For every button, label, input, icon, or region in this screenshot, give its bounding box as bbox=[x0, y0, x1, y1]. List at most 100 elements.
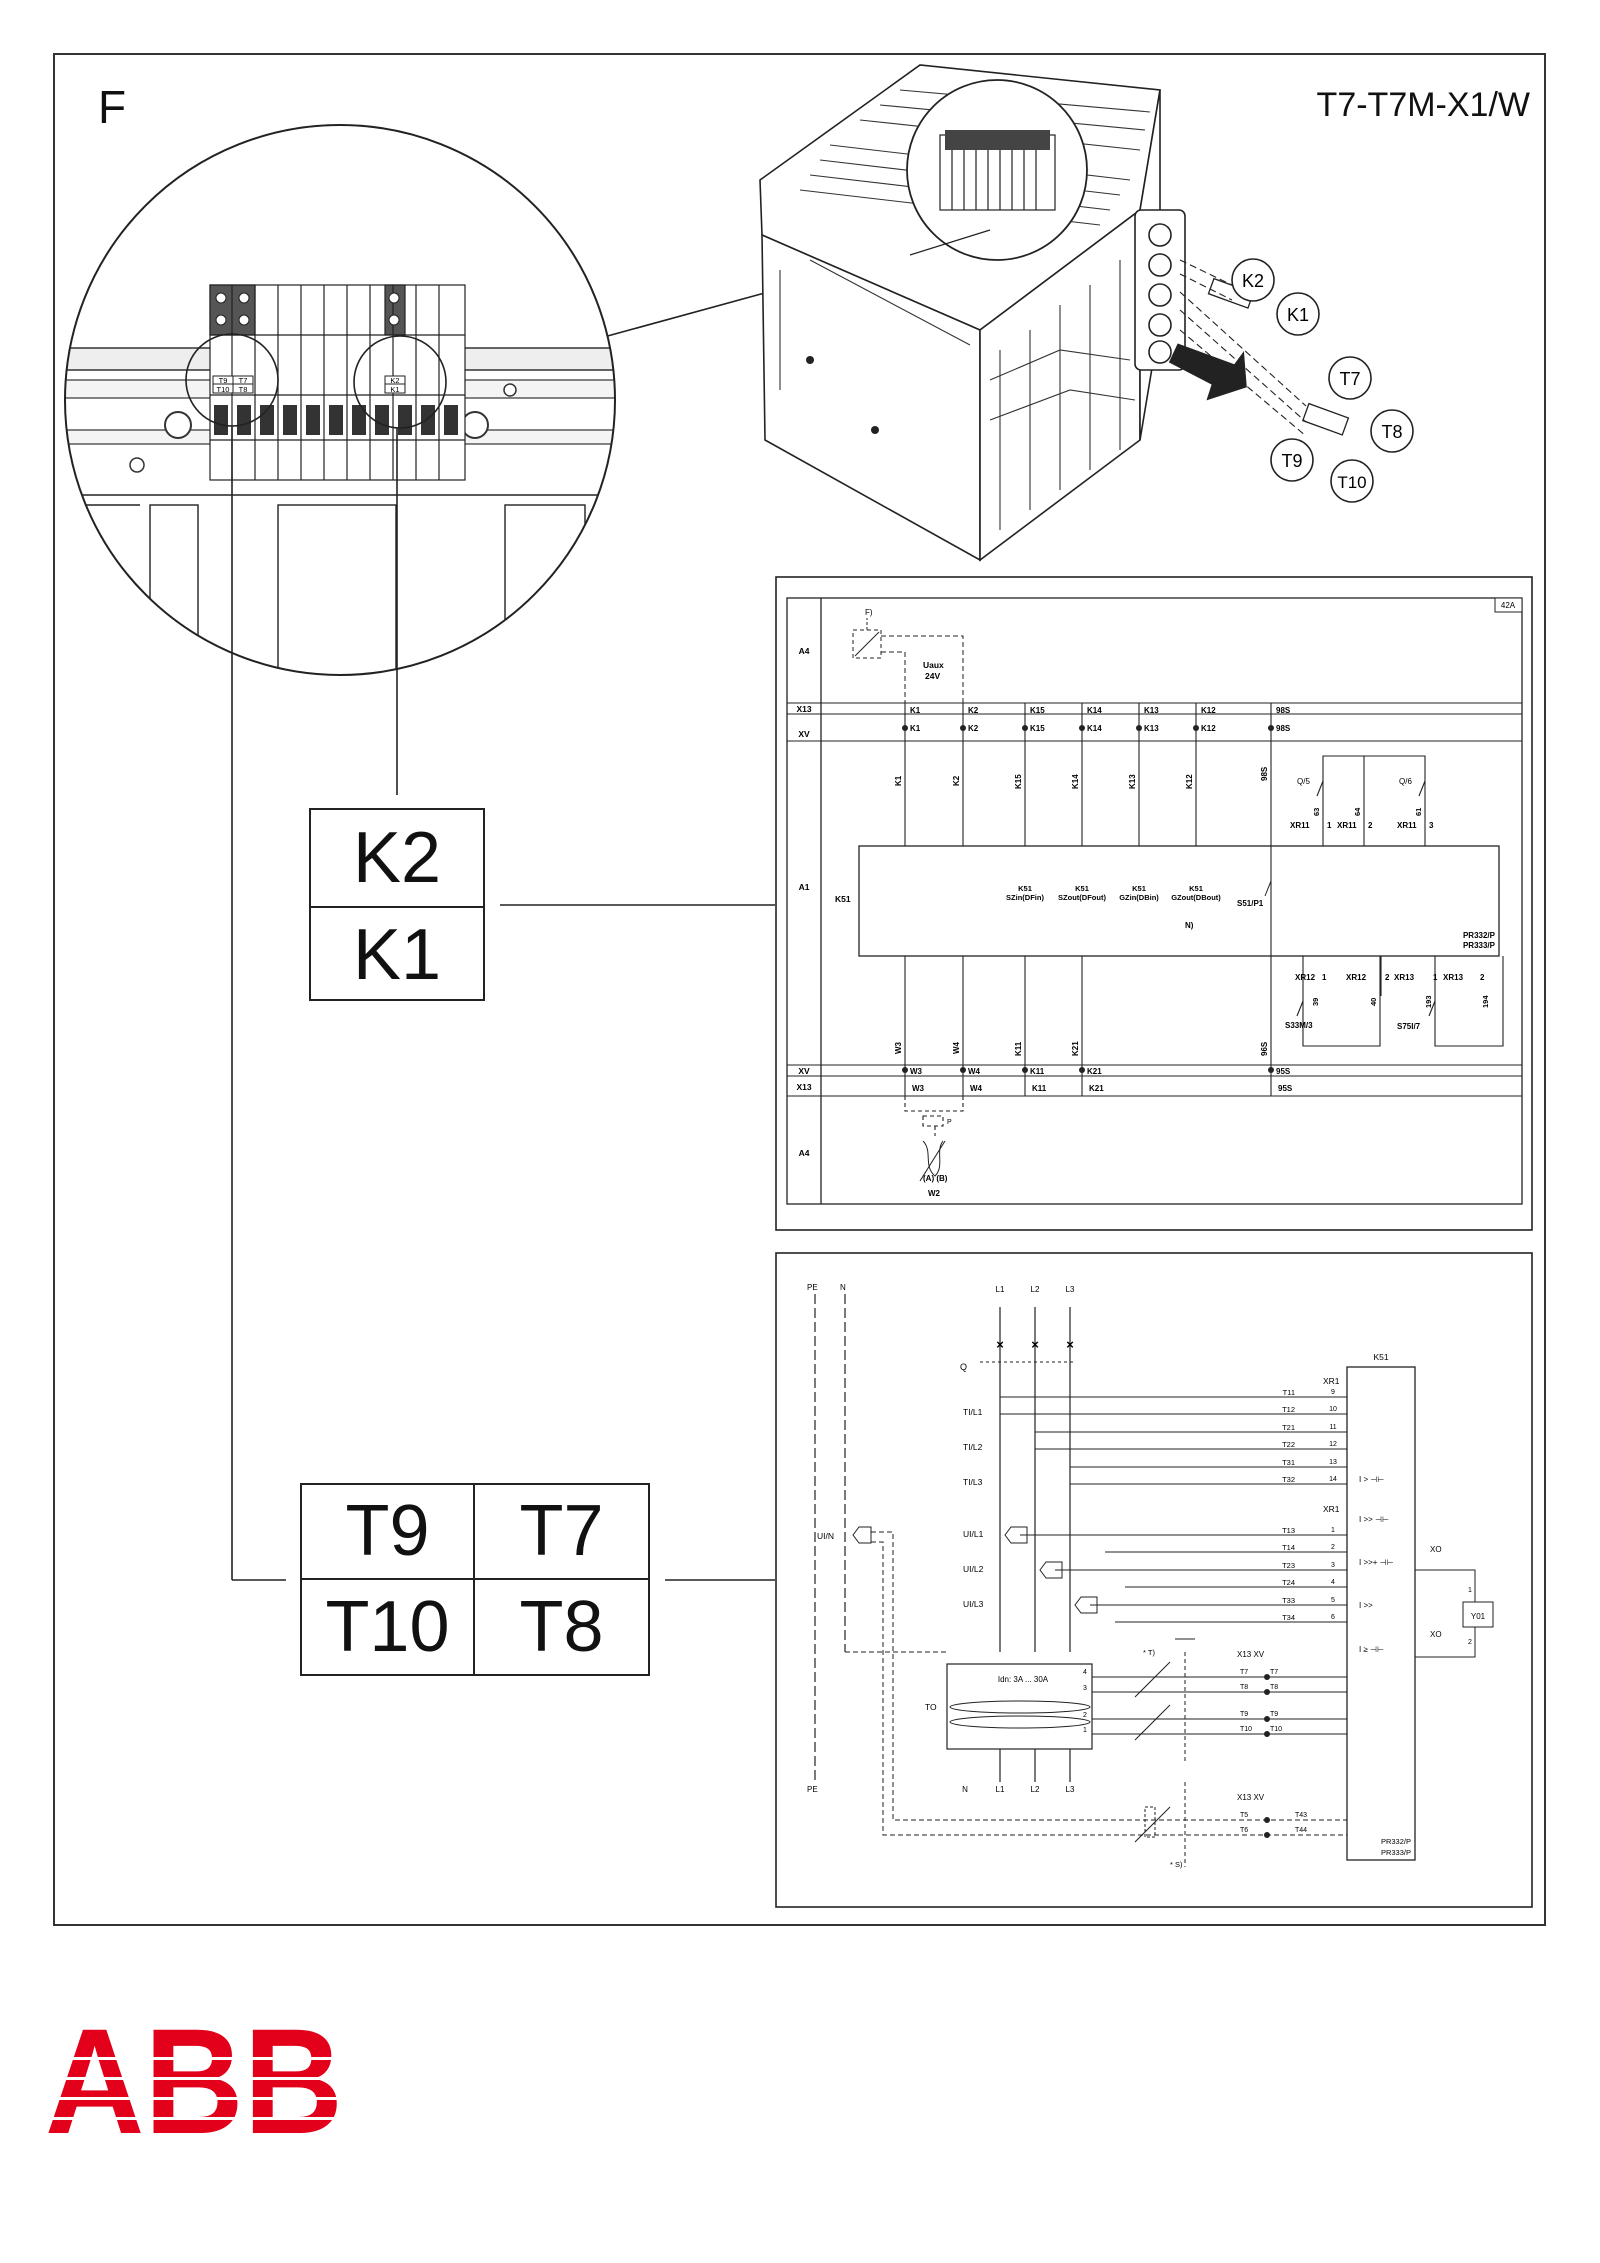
to-pin-1: 1 bbox=[1083, 1727, 1087, 1734]
zoom-tag-t10: T10 bbox=[217, 385, 230, 394]
xr1-lower: XR1 bbox=[1323, 1504, 1340, 1514]
wire-k15: K15 bbox=[1014, 774, 1023, 789]
ti-l3: TI/L3 bbox=[963, 1477, 983, 1487]
n-tag: N) bbox=[1185, 921, 1194, 930]
protect-s: I >> ⊣⊢ bbox=[1359, 1515, 1389, 1524]
zoom-tag-k1: K1 bbox=[390, 385, 399, 394]
inner-tag-4: K51 bbox=[1189, 884, 1203, 893]
xo-pin-1: 1 bbox=[1468, 1587, 1472, 1594]
protect-rc: I ≥ ⊣⊢ bbox=[1359, 1645, 1384, 1654]
power-circuit-schematic: PE N PE L1 L2 L3 L1 L2 L3 N ××× Q TI/L1 … bbox=[775, 1252, 1533, 1908]
xr11-a: XR11 bbox=[1290, 821, 1310, 830]
protect-i: I >>+ ⊣⊢ bbox=[1359, 1558, 1394, 1567]
abb-logo-text: ABB bbox=[45, 1997, 343, 2165]
control-circuit-schematic: 42A A4 X13 XV A1 XV X13 A4 F) Uaux 24V bbox=[775, 576, 1533, 1231]
pe-bottom-label: PE bbox=[807, 1785, 818, 1794]
xv-k1: K1 bbox=[910, 724, 921, 733]
n-label: N bbox=[840, 1283, 846, 1292]
sheet-number: 42A bbox=[1501, 601, 1516, 610]
xv-k12: K12 bbox=[1201, 724, 1216, 733]
breaker-q-label: Q bbox=[960, 1362, 967, 1372]
xv-k13: K13 bbox=[1144, 724, 1159, 733]
zoom-tag-t8: T8 bbox=[239, 385, 248, 394]
to-bottom-l3: L3 bbox=[1066, 1785, 1075, 1794]
wire-k21: K21 bbox=[1071, 1041, 1080, 1056]
pr333-tag: PR333/P bbox=[1463, 941, 1496, 950]
xr13-a-pin: 1 bbox=[1433, 973, 1438, 982]
pin-13: 13 bbox=[1329, 1459, 1337, 1466]
to-bottom-l1: L1 bbox=[996, 1785, 1005, 1794]
xv-t9: T9 bbox=[1270, 1711, 1278, 1718]
label-t7: T7 bbox=[475, 1485, 648, 1580]
to-bottom-n: N bbox=[962, 1785, 968, 1794]
pe-label: PE bbox=[807, 1283, 818, 1292]
to-label: TO bbox=[925, 1702, 937, 1712]
wire-k1: K1 bbox=[894, 775, 903, 786]
relay-tag: K51 bbox=[835, 894, 851, 904]
x13-t10: T10 bbox=[1240, 1726, 1252, 1733]
row-xv-top: XV bbox=[798, 729, 810, 739]
x13-k21: K21 bbox=[1089, 1084, 1104, 1093]
zoom-tag-t9: T9 bbox=[219, 376, 228, 385]
x13-t9: T9 bbox=[1240, 1711, 1248, 1718]
xv-t10: T10 bbox=[1270, 1726, 1282, 1733]
t22: T22 bbox=[1282, 1440, 1295, 1449]
to-bottom-l2: L2 bbox=[1031, 1785, 1040, 1794]
num-40: 40 bbox=[1369, 998, 1378, 1006]
pin-12: 12 bbox=[1329, 1441, 1337, 1448]
pin-11: 11 bbox=[1329, 1424, 1336, 1431]
t31: T31 bbox=[1282, 1458, 1295, 1467]
q-num-63: 63 bbox=[1312, 808, 1321, 816]
row-x13-bottom: X13 bbox=[796, 1082, 811, 1092]
inner-tag-2-sub: SZout(DFout) bbox=[1058, 893, 1106, 902]
t34: T34 bbox=[1282, 1613, 1295, 1622]
x13-k15: K15 bbox=[1030, 706, 1045, 715]
zoom-tag-t7: T7 bbox=[239, 376, 248, 385]
inner-tag-1-sub: SZin(DFin) bbox=[1006, 893, 1044, 902]
drawing-frame bbox=[53, 53, 1546, 1926]
svg-text:×: × bbox=[1066, 1337, 1074, 1352]
t24: T24 bbox=[1282, 1578, 1295, 1587]
xv-t8: T8 bbox=[1270, 1684, 1278, 1691]
svg-text:×: × bbox=[996, 1337, 1004, 1352]
ui-n: UI/N bbox=[817, 1531, 834, 1541]
wire-96s: 96S bbox=[1260, 1041, 1269, 1056]
inner-tag-3: K51 bbox=[1132, 884, 1146, 893]
xr11-b: XR11 bbox=[1337, 821, 1357, 830]
x13-k11: K11 bbox=[1032, 1084, 1047, 1093]
pin-9: 9 bbox=[1331, 1389, 1335, 1396]
num-39: 39 bbox=[1311, 998, 1320, 1006]
to-range: Idn: 3A ... 30A bbox=[998, 1675, 1049, 1684]
x13-k2: K2 bbox=[968, 706, 979, 715]
t33: T33 bbox=[1282, 1596, 1295, 1605]
pin-10: 10 bbox=[1329, 1406, 1337, 1413]
x13-t6: T6 bbox=[1240, 1827, 1248, 1834]
callout-k1: K1 bbox=[1287, 305, 1309, 325]
protect-l: I > ⊣⊢ bbox=[1359, 1475, 1384, 1484]
ab-tag: (A) (B) bbox=[923, 1174, 948, 1183]
x13-w4: W4 bbox=[970, 1084, 983, 1093]
xr13-b-pin: 2 bbox=[1480, 973, 1485, 982]
xv-k21: K21 bbox=[1087, 1067, 1102, 1076]
wire-k2: K2 bbox=[952, 775, 961, 786]
t23: T23 bbox=[1282, 1561, 1295, 1570]
phase-l1: L1 bbox=[996, 1285, 1005, 1294]
pr332-tag-bottom: PR332/P bbox=[1381, 1837, 1411, 1846]
x13-xv-lower: X13 XV bbox=[1237, 1793, 1265, 1802]
xv-k14: K14 bbox=[1087, 724, 1102, 733]
xr1-upper: XR1 bbox=[1323, 1376, 1340, 1386]
svg-text:×: × bbox=[1031, 1337, 1039, 1352]
p-tag: P bbox=[947, 1119, 952, 1126]
inner-tag-4-sub: GZout(DBout) bbox=[1171, 893, 1221, 902]
callout-t8: T8 bbox=[1381, 422, 1402, 442]
zoom-tag-k2: K2 bbox=[390, 376, 399, 385]
t21: T21 bbox=[1282, 1423, 1295, 1432]
q5-tag: Q/5 bbox=[1297, 777, 1310, 786]
label-t8: T8 bbox=[519, 1586, 604, 1667]
breaker-isometric-view: K2 K1 T7 T8 T9 T10 bbox=[759, 64, 1414, 562]
inner-tag-1: K51 bbox=[1018, 884, 1032, 893]
x13-w3: W3 bbox=[912, 1084, 925, 1093]
w2-tag: W2 bbox=[928, 1189, 941, 1198]
xo-pin-2: 2 bbox=[1468, 1639, 1472, 1646]
pin-5: 5 bbox=[1331, 1597, 1335, 1604]
